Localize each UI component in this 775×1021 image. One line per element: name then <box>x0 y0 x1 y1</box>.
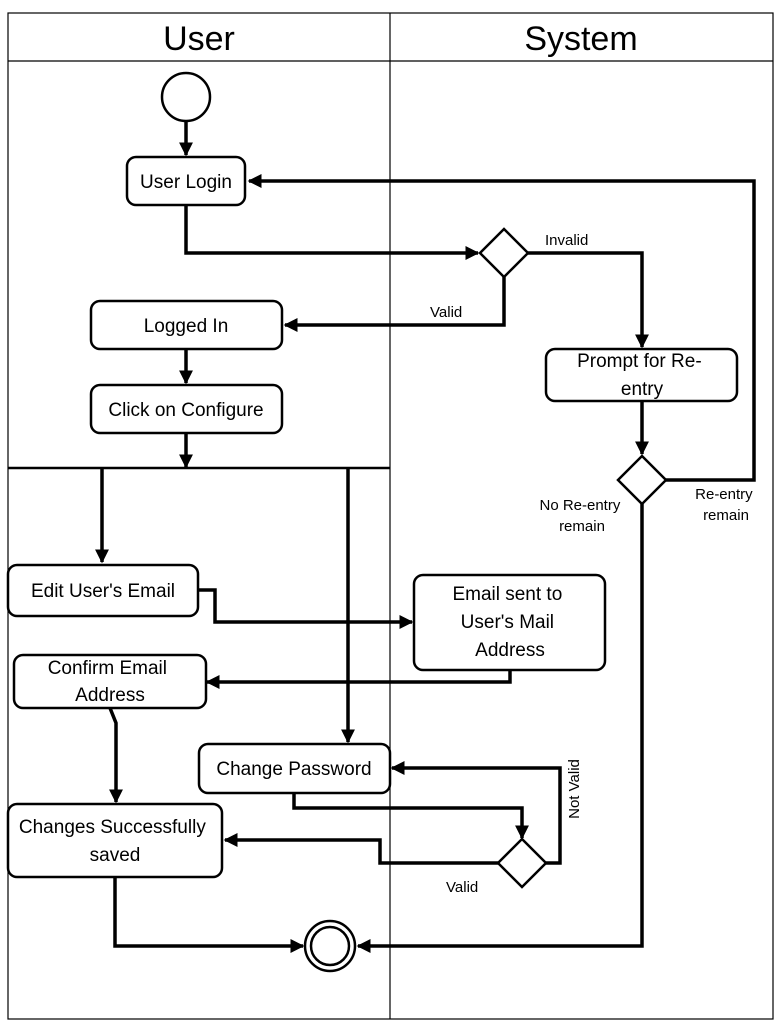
activity-email-sent: Email sent to User's Mail Address <box>412 573 607 672</box>
password-decision <box>496 837 548 889</box>
flow-email-sent-to-confirm <box>205 670 512 689</box>
activity-click-configure: Click on Configure <box>89 383 284 435</box>
activity-label: Click on Configure <box>108 400 263 421</box>
flow-valid-login <box>283 277 506 332</box>
flow-valid-password <box>223 833 498 865</box>
guard-invalid: Invalid <box>545 232 588 249</box>
guard-reentry: Re-entry remain <box>695 486 757 524</box>
activity-label: Email sent to User's Mail Address <box>452 584 567 661</box>
flow-no-reentry <box>356 504 644 953</box>
activity-prompt-reentry: Prompt for Re- entry <box>544 347 739 403</box>
flow-invalid <box>528 251 649 349</box>
final-node <box>303 919 357 973</box>
activity-label: User Login <box>140 172 232 193</box>
reentry-decision <box>616 454 668 506</box>
flow-login-to-decision <box>184 205 480 260</box>
flow-reentry-remain <box>247 174 756 482</box>
control-flows <box>95 121 756 953</box>
activity-label: Changes Successfully saved <box>19 817 211 866</box>
initial-node <box>160 71 212 123</box>
activity-label: Edit User's Email <box>31 581 175 602</box>
activity-label: Confirm Email Address <box>48 658 173 706</box>
activity-changes-saved: Changes Successfully saved <box>6 802 224 879</box>
guard-valid-login: Valid <box>430 304 462 321</box>
guard-valid-password: Valid <box>446 879 478 896</box>
lane-title-system: System <box>524 20 637 58</box>
flow-saved-to-end <box>113 877 305 953</box>
guard-not-valid: Not Valid <box>566 759 583 819</box>
flow-password-to-decision <box>292 793 529 840</box>
lane-title-user: User <box>163 20 235 58</box>
flow-confirm-to-saved <box>108 707 123 804</box>
flow-not-valid <box>390 761 562 865</box>
activity-logged-in: Logged In <box>89 299 284 351</box>
activity-label: Change Password <box>216 759 371 780</box>
activity-change-password: Change Password <box>197 742 392 795</box>
activity-user-login: User Login <box>125 155 247 207</box>
login-decision <box>478 227 530 279</box>
activity-label: Prompt for Re- entry <box>577 351 707 400</box>
activity-edit-email: Edit User's Email <box>6 563 200 618</box>
guard-no-reentry: No Re-entry remain <box>539 497 624 535</box>
activity-label: Logged In <box>144 316 229 337</box>
activity-confirm-email: Confirm Email Address <box>12 653 208 710</box>
flow-edit-to-email-sent <box>199 588 414 629</box>
